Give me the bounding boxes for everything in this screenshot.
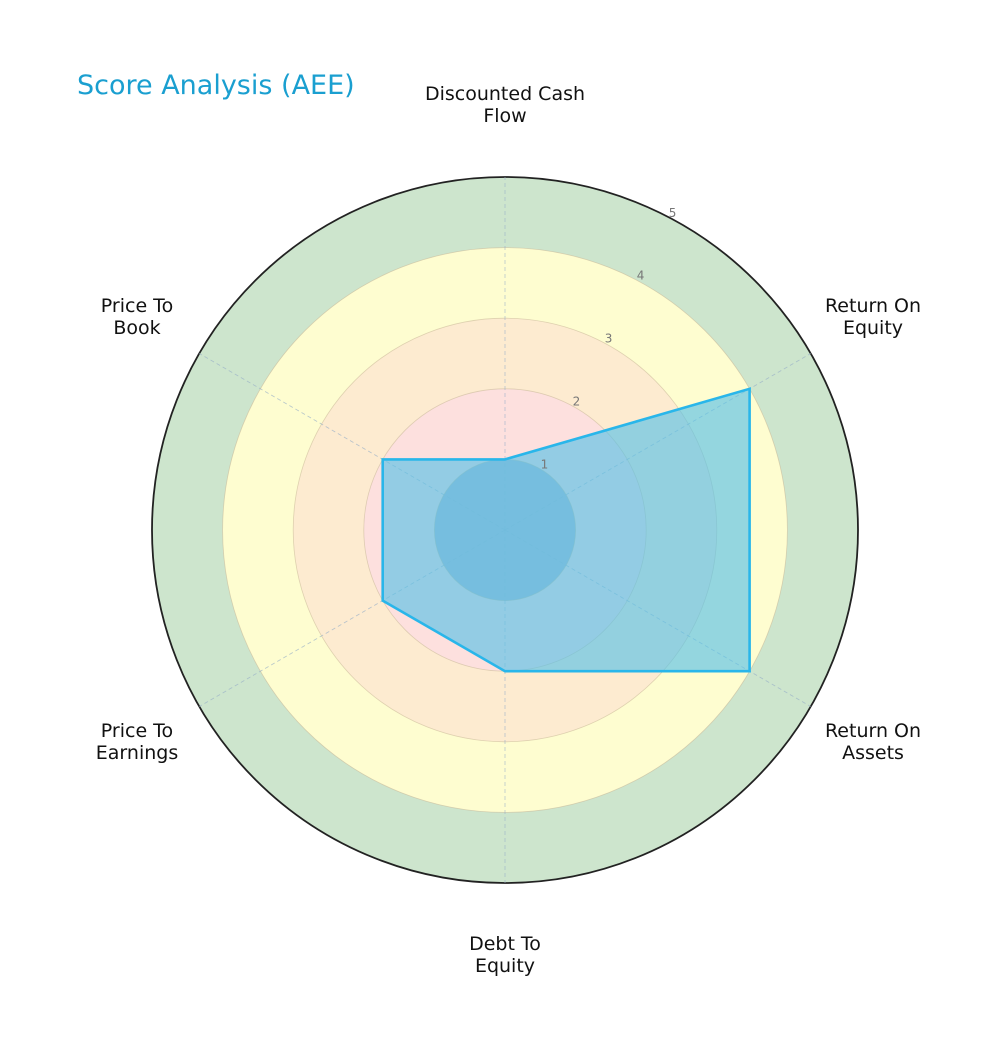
radial-ticks: 1 2 3 4 5	[541, 206, 677, 472]
tick-label: 3	[605, 332, 613, 346]
tick-label: 1	[541, 457, 549, 471]
axis-label-de: Debt To Equity	[469, 933, 541, 977]
axis-label-roe: Return On Equity	[824, 295, 922, 339]
axis-label-pe: Price To Earnings	[95, 720, 179, 764]
axis-label-roa: Return On Assets	[824, 720, 922, 764]
tick-label: 4	[637, 269, 645, 283]
tick-label: 5	[669, 206, 677, 220]
tick-label: 2	[573, 395, 581, 409]
data-series	[381, 387, 751, 673]
chart-title: Score Analysis (AEE)	[77, 70, 355, 101]
axis-label-pb: Price To Book	[100, 295, 174, 339]
series-polygon	[381, 387, 751, 673]
axis-label-dcf: Discounted Cash Flow	[424, 83, 586, 127]
